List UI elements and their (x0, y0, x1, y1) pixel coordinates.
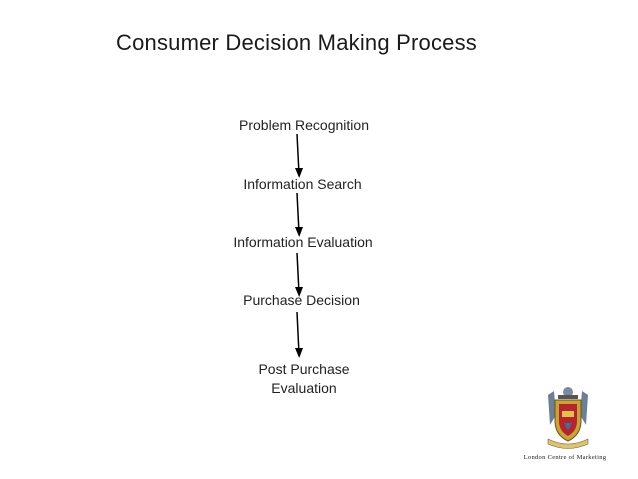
arrow-2 (295, 192, 303, 237)
logo-text: London Centre of Marketing (523, 454, 607, 461)
step-information-evaluation: Information Evaluation (233, 234, 373, 250)
crest-icon (547, 387, 589, 449)
arrow-1 (295, 133, 303, 178)
step-problem-recognition: Problem Recognition (239, 117, 369, 133)
london-centre-of-marketing-logo: London Centre of Marketing (508, 385, 620, 470)
step-post-purchase-evaluation: Post Purchase Evaluation (258, 361, 350, 396)
arrow-4 (295, 311, 303, 358)
step-purchase-decision: Purchase Decision (243, 292, 360, 308)
step-information-search: Information Search (243, 176, 362, 192)
arrow-3 (295, 252, 303, 297)
slide-title: Consumer Decision Making Process (116, 30, 477, 55)
